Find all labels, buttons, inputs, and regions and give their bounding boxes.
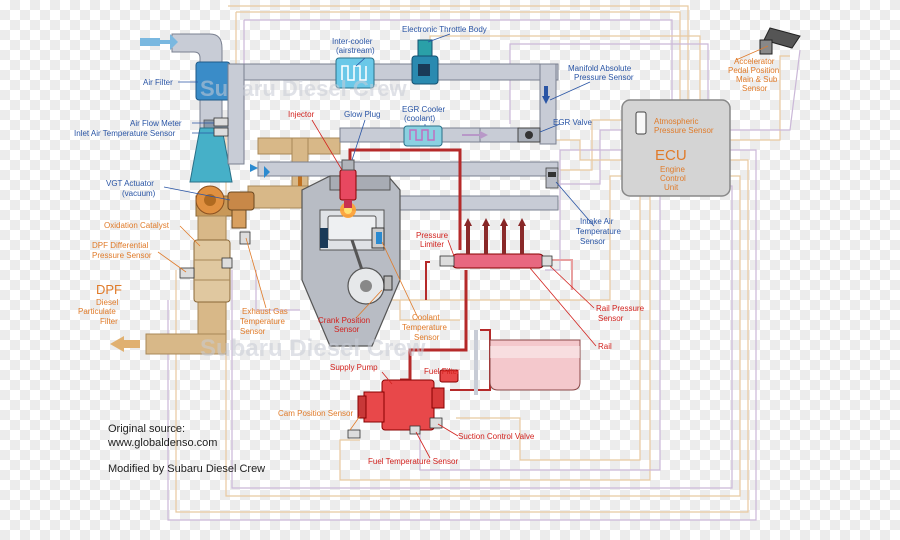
label-cam-sensor: Cam Position Sensor <box>278 409 353 418</box>
labels: Air Filter Air Flow Meter Inlet Air Temp… <box>74 25 779 475</box>
pedal-icon <box>759 27 801 55</box>
label-ecu-3: Unit <box>664 183 679 192</box>
label-ecu-2: Control <box>660 174 686 183</box>
label-intake-temp-3: Sensor <box>580 237 606 246</box>
label-dpf-diff-2: Pressure Sensor <box>92 251 152 260</box>
label-inlet-air-temp: Inlet Air Temperature Sensor <box>74 129 176 138</box>
label-oxidation-catalyst: Oxidation Catalyst <box>104 221 170 230</box>
label-crank-2: Sensor <box>334 325 360 334</box>
label-vgt-actuator: VGT Actuator <box>106 179 154 188</box>
label-egr-cooler-2: (coolant) <box>404 114 435 123</box>
label-egr-cooler-1: EGR Cooler <box>402 105 445 114</box>
label-map-sensor-1: Manifold Absolute <box>568 64 632 73</box>
wiring <box>167 5 801 521</box>
label-pressure-limiter-1: Pressure <box>416 231 449 240</box>
arrow-out-icon <box>110 336 124 352</box>
fuel-tank <box>489 339 581 391</box>
label-air-filter: Air Filter <box>143 78 173 87</box>
label-exhaust-temp-2: Temperature <box>240 317 285 326</box>
supply-pump <box>347 369 459 439</box>
label-coolant-3: Sensor <box>414 333 440 342</box>
label-injector: Injector <box>288 110 315 119</box>
watermark-bottom: Subaru Diesel Crew <box>200 335 426 362</box>
injector <box>339 159 357 208</box>
label-dpf-2: Particulate <box>78 307 116 316</box>
label-accel-3: Main & Sub <box>736 75 778 84</box>
label-exhaust-temp-3: Sensor <box>240 327 266 336</box>
label-accel-4: Sensor <box>742 84 768 93</box>
ecu-unit <box>621 99 731 197</box>
label-rail-pressure-2: Sensor <box>598 314 624 323</box>
label-ecu-title: ECU <box>655 147 687 164</box>
label-exhaust-temp-1: Exhaust Gas <box>242 307 288 316</box>
label-air-flow-meter: Air Flow Meter <box>130 119 182 128</box>
engine-block <box>301 175 401 347</box>
label-coolant-2: Temperature <box>402 323 447 332</box>
label-supply-pump: Supply Pump <box>330 363 378 372</box>
label-fuel-temp: Fuel Temperature Sensor <box>368 457 458 466</box>
label-intercooler-2: (airstream) <box>336 46 375 55</box>
label-fuel-filter: Fuel Filter <box>424 367 460 376</box>
label-crank-1: Crank Position <box>318 316 370 325</box>
label-intercooler-1: Inter-cooler <box>332 37 373 46</box>
label-dpf-1: Diesel <box>96 298 118 307</box>
label-modified: Modified by Subaru Diesel Crew <box>108 463 265 475</box>
watermark-top: Subaru Diesel Crew <box>200 76 408 101</box>
label-accel-1: Accelerator <box>734 57 775 66</box>
label-accel-2: Pedal Position <box>728 66 779 75</box>
label-source-1: Original source: <box>108 423 185 435</box>
label-pressure-limiter-2: Limiter <box>420 240 444 249</box>
label-suction-valve: Suction Control Valve <box>458 432 535 441</box>
label-rail: Rail <box>598 342 612 351</box>
label-intake-temp-1: Intake Air <box>580 217 614 226</box>
arrow-in-icon <box>160 34 178 50</box>
leader-lines <box>157 33 769 459</box>
label-rail-pressure-1: Rail Pressure <box>596 304 645 313</box>
label-dpf-diff-1: DPF Differential <box>92 241 149 250</box>
label-atm-sensor-2: Pressure Sensor <box>654 126 714 135</box>
label-intake-temp-2: Temperature <box>576 227 621 236</box>
label-glow-plug: Glow Plug <box>344 110 380 119</box>
label-atm-sensor-1: Atmospheric <box>654 117 698 126</box>
label-ecu-1: Engine <box>660 165 685 174</box>
label-coolant-1: Coolant <box>412 313 440 322</box>
label-throttle-body: Electronic Throttle Body <box>402 25 487 34</box>
label-source-2: www.globaldenso.com <box>107 437 217 449</box>
egr-cooler <box>403 125 443 147</box>
common-rail <box>439 218 553 269</box>
label-dpf-title: DPF <box>96 282 122 297</box>
label-map-sensor-2: Pressure Sensor <box>574 73 634 82</box>
label-egr-valve: EGR Valve <box>553 118 593 127</box>
label-dpf-3: Filter <box>100 317 118 326</box>
label-vgt-vacuum: (vacuum) <box>122 189 156 198</box>
